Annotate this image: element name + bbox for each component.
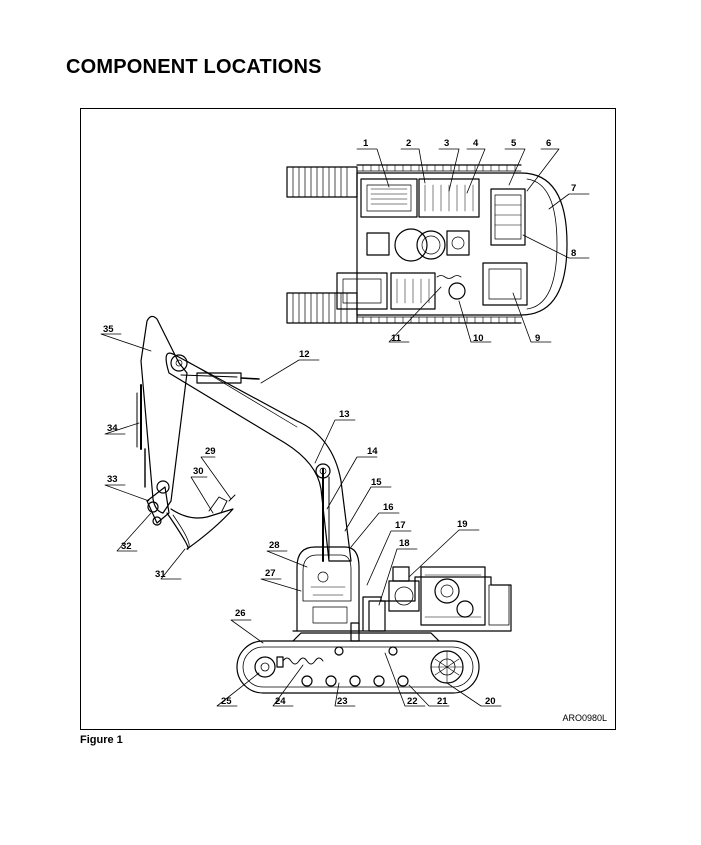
callout-32: 32 [121, 541, 132, 552]
top-view [286, 164, 568, 324]
callout-31: 31 [155, 569, 166, 580]
callout-21: 21 [437, 696, 448, 707]
callout-12: 12 [299, 349, 310, 360]
callout-30: 30 [193, 466, 204, 477]
callout-1: 1 [363, 138, 369, 149]
callout-16: 16 [383, 502, 394, 513]
callout-35: 35 [103, 324, 114, 335]
callout-25: 25 [221, 696, 232, 707]
excavator-line-drawing: 1 2 3 4 5 6 7 8 9 10 11 12 13 14 15 16 1… [100, 138, 590, 707]
callout-33: 33 [107, 474, 118, 485]
callout-10: 10 [473, 333, 484, 344]
figure-frame: 1 2 3 4 5 6 7 8 9 10 11 12 13 14 15 16 1… [80, 108, 616, 730]
callout-leaders [100, 148, 590, 707]
callout-4: 4 [473, 138, 479, 149]
callout-2: 2 [406, 138, 411, 149]
callout-19: 19 [457, 519, 468, 530]
callout-15: 15 [371, 477, 382, 488]
callout-28: 28 [269, 540, 280, 551]
callout-9: 9 [535, 333, 540, 344]
callout-34: 34 [107, 423, 118, 434]
callout-27: 27 [265, 568, 276, 579]
callout-6: 6 [546, 138, 551, 149]
callout-26: 26 [235, 608, 246, 619]
callout-17: 17 [395, 520, 406, 531]
callout-13: 13 [339, 409, 350, 420]
figure-caption: Figure 1 [80, 734, 123, 746]
callout-20: 20 [485, 696, 496, 707]
callout-7: 7 [571, 183, 576, 194]
callout-18: 18 [399, 538, 410, 549]
callout-numbers: 1 2 3 4 5 6 7 8 9 10 11 12 13 14 15 16 1… [103, 138, 576, 707]
callout-3: 3 [444, 138, 449, 149]
callout-14: 14 [367, 446, 378, 457]
callout-22: 22 [407, 696, 418, 707]
callout-23: 23 [337, 696, 348, 707]
callout-29: 29 [205, 446, 216, 457]
callout-5: 5 [511, 138, 517, 149]
figure-code: ARO0980L [562, 713, 607, 723]
callout-8: 8 [571, 248, 576, 259]
callout-11: 11 [391, 333, 402, 344]
side-view [136, 315, 512, 694]
page-title: COMPONENT LOCATIONS [66, 56, 322, 78]
callout-24: 24 [275, 696, 286, 707]
